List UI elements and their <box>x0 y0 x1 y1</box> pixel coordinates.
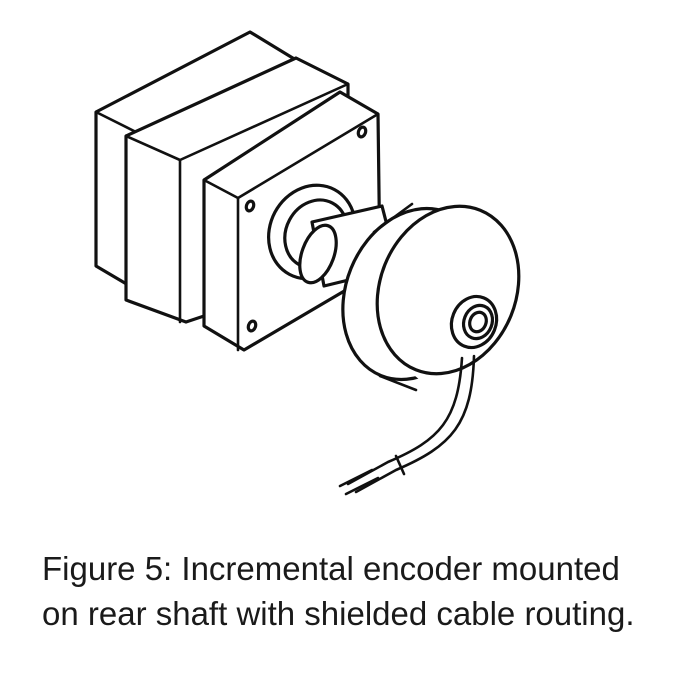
figure-caption-line-2: on rear shaft with shielded cable routin… <box>42 595 635 632</box>
mounting-hole-icon <box>246 319 258 333</box>
motor-encoder-illustration <box>94 30 521 496</box>
mounting-hole-icon <box>356 125 368 139</box>
encoder-housing <box>341 198 521 392</box>
figure-caption-line-1: Figure 5: Incremental encoder mounted <box>42 550 620 587</box>
figure-caption: Figure 5: Incremental encoder mounted on… <box>42 546 682 636</box>
shielded-cable <box>338 354 476 496</box>
mounting-hole-icon <box>244 199 256 213</box>
